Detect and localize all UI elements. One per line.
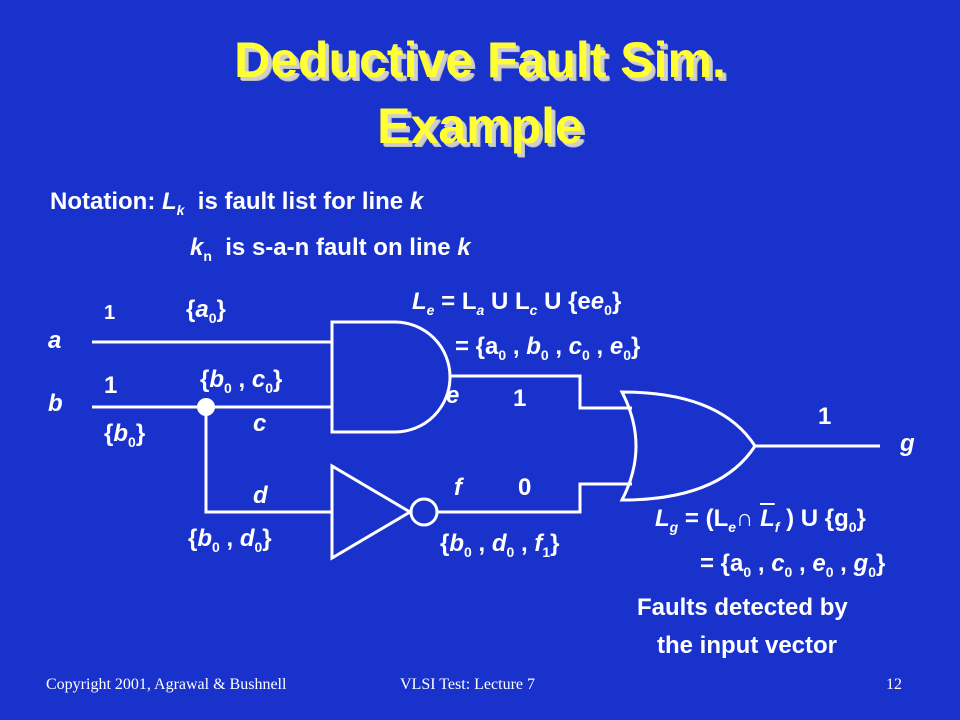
line-label-d: d: [253, 482, 268, 509]
notation-end-1: k: [409, 188, 424, 215]
fault-list-c: {b0 , c0}: [200, 366, 283, 396]
notation-var-l: L: [161, 188, 177, 215]
value-b: 1: [104, 372, 118, 399]
notation-line1: Notation: Lk is fault list for line k: [50, 188, 423, 218]
slide-title-line2: Example: [377, 98, 583, 154]
wire-f: [437, 482, 632, 514]
note-line1: Faults detected by: [637, 594, 848, 621]
le-equation: Le = La U Lc U {ee0}: [412, 288, 622, 318]
line-label-e: e: [446, 382, 460, 409]
footer-page-number: 12: [886, 676, 902, 693]
line-label-g: g: [900, 430, 915, 457]
lg-result: = {a0 , c0 , e0 , g0}: [700, 550, 886, 580]
not-bubble: [409, 497, 439, 527]
line-label-a: a: [48, 327, 62, 354]
value-g: 1: [818, 403, 832, 430]
wire-d: [204, 407, 332, 514]
value-a: 1: [104, 302, 116, 324]
lg-equation: Lg = (Le∩ Lf ) U {g0}: [655, 505, 866, 535]
or-gate: [619, 390, 757, 502]
le-result: = {a0 , b0 , c0 , e0}: [455, 333, 641, 363]
not-gate: [330, 463, 413, 561]
notation-sub-k: k: [176, 202, 185, 218]
and-gate: [330, 320, 452, 434]
fault-list-f: {b0 , d0 , f1}: [440, 530, 560, 560]
wire-e: [450, 374, 632, 410]
notation-var-k: k: [190, 234, 204, 261]
notation-sub-n: n: [203, 248, 212, 264]
note-line2: the input vector: [657, 632, 838, 659]
fault-list-b: {b0}: [104, 420, 146, 450]
notation-line2: kn is s-a-n fault on line k: [190, 234, 471, 264]
slide-title-line1: Deductive Fault Sim.: [234, 32, 726, 88]
value-f: 0: [518, 474, 532, 501]
line-label-b: b: [48, 390, 63, 417]
intersection-symbol: ∩: [736, 505, 754, 532]
fanout-dot: [197, 398, 215, 416]
fault-list-a: {a0}: [186, 296, 226, 326]
notation-text-2: is s-a-n fault on line: [225, 234, 451, 261]
footer-lecture: VLSI Test: Lecture 7: [400, 676, 535, 693]
fault-list-d: {b0 , d0}: [188, 525, 272, 555]
notation-text-1: is fault list for line: [197, 188, 404, 215]
footer-copyright: Copyright 2001, Agrawal & Bushnell: [46, 676, 287, 693]
notation-prefix: Notation:: [50, 188, 156, 215]
value-e: 1: [513, 385, 527, 412]
notation-end-2: k: [457, 234, 471, 261]
line-label-c: c: [253, 410, 267, 437]
line-label-f: f: [454, 474, 462, 501]
